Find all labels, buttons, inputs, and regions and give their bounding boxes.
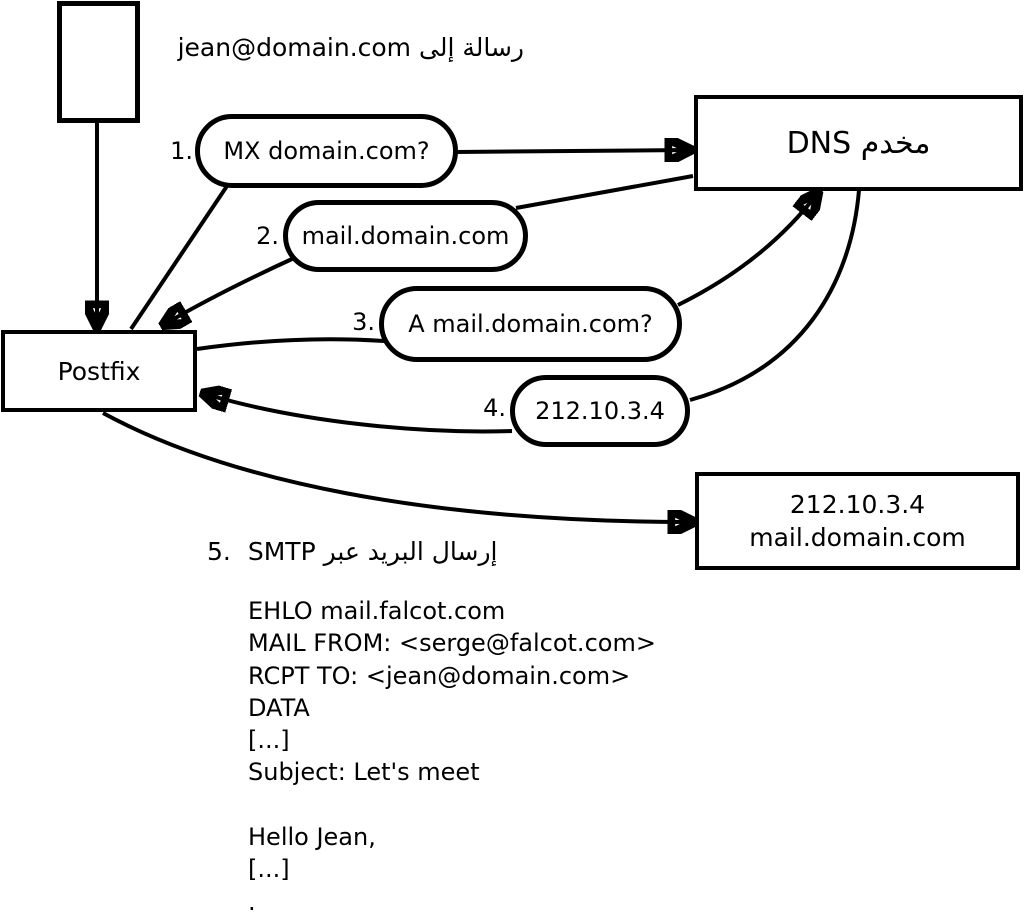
line-postfix-to-mx-query (129, 184, 229, 331)
answer-bubble-mx: mail.domain.com (283, 200, 528, 272)
answer-bubble-a-label: 212.10.3.4 (535, 397, 665, 425)
line-dns-to-mx-answer (515, 174, 694, 210)
answer-bubble-a: 212.10.3.4 (510, 375, 690, 447)
sender-message-box (57, 1, 140, 123)
arrow-a-query-to-dns (677, 194, 817, 307)
arrow-smtp-to-mailserver (102, 411, 692, 522)
mailserver-box: 212.10.3.4 mail.domain.com (695, 472, 1020, 570)
postfix-label: Postfix (57, 356, 141, 386)
step-5-row: 5. إرسال البريد عبر SMTP (207, 537, 497, 566)
mailserver-ip: 212.10.3.4 (789, 490, 926, 519)
query-bubble-a: A mail.domain.com? (379, 286, 682, 362)
arrow-mx-answer-to-postfix (165, 257, 293, 324)
answer-bubble-mx-label: mail.domain.com (301, 222, 510, 250)
query-bubble-mx: MX domain.com? (195, 114, 458, 188)
query-bubble-a-label: A mail.domain.com? (408, 310, 653, 338)
step-number-2: 2. (256, 222, 279, 250)
query-bubble-mx-label: MX domain.com? (223, 137, 430, 165)
dns-server-box: مخدم DNS (694, 95, 1023, 191)
step-number-3: 3. (352, 308, 375, 336)
arrow-a-answer-to-postfix (205, 394, 513, 434)
step-number-1: 1. (170, 137, 193, 165)
dns-server-label: مخدم DNS (786, 125, 931, 161)
step-number-5: 5. (207, 537, 231, 566)
smtp-session-text: EHLO mail.falcot.com MAIL FROM: <serge@f… (248, 597, 656, 916)
postfix-box: Postfix (1, 330, 197, 412)
step-number-4: 4. (483, 394, 506, 422)
mailserver-hostname: mail.domain.com (749, 523, 966, 552)
arrow-mx-query-to-dns (455, 150, 689, 152)
message-note: رسالة إلى jean@domain.com (177, 33, 524, 62)
line-dns-to-a-answer (689, 189, 861, 402)
step-5-label: إرسال البريد عبر SMTP (247, 537, 498, 566)
line-postfix-to-a-query (196, 337, 385, 351)
